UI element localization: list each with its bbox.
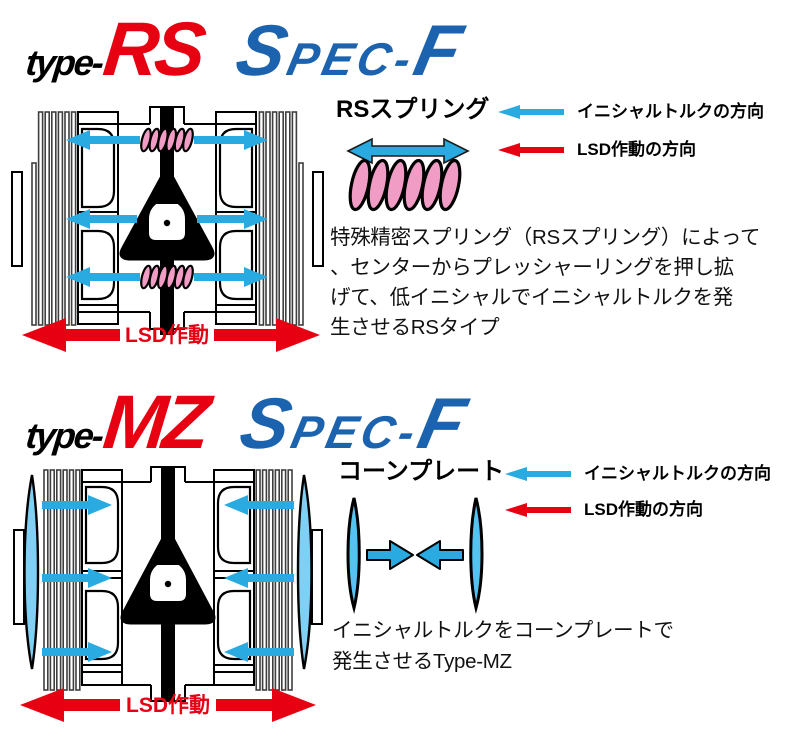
rs-lsd-action-arrow: LSD作動 bbox=[22, 318, 320, 352]
rs-legend-lsd-action-label: LSD作動の方向 bbox=[577, 140, 696, 159]
lsd-action-arrow-icon bbox=[498, 143, 564, 157]
mz-legend-lsd-action-label: LSD作動の方向 bbox=[584, 500, 703, 519]
rs-logo: type- RS SPEC-F bbox=[23, 6, 472, 96]
mz-legend-lsd-action: LSD作動の方向 bbox=[503, 501, 703, 519]
mz-legend-initial-torque: イニシャルトルクの方向 bbox=[503, 465, 771, 483]
mz-cone-plate-left bbox=[23, 474, 40, 670]
rs-lsd-cross-section-diagram: LSD作動 bbox=[11, 106, 324, 352]
initial-torque-arrow-icon bbox=[505, 467, 571, 481]
rs-legend-initial-torque-label: イニシャルトルクの方向 bbox=[577, 102, 764, 121]
rs-side-tabs bbox=[11, 171, 324, 267]
rs-spring-top bbox=[140, 127, 194, 153]
rs-lsd-action-label: LSD作動 bbox=[125, 323, 209, 347]
mz-cone-plate-right bbox=[296, 474, 313, 670]
lsd-action-arrow-icon bbox=[505, 503, 571, 517]
mz-center-cam bbox=[120, 467, 216, 701]
mz-lsd-action-arrow: LSD作動 bbox=[20, 688, 316, 722]
rs-spring-direction-double-arrow bbox=[346, 137, 470, 165]
mz-cone-plate-illustration bbox=[346, 497, 484, 609]
rs-logo-type-prefix: type- bbox=[23, 42, 105, 83]
mz-legend-initial-torque-label: イニシャルトルクの方向 bbox=[584, 464, 771, 483]
mz-lsd-action-label: LSD作動 bbox=[126, 693, 210, 717]
rs-legend-lsd-action: LSD作動の方向 bbox=[496, 141, 696, 159]
mz-description: イニシャルトルクをコーンプレートで 発生させるType-MZ bbox=[332, 619, 674, 673]
mz-logo-type-prefix: type- bbox=[23, 415, 105, 456]
mz-logo-spec-f: SPEC-F bbox=[233, 384, 477, 464]
rs-initial-torque-arrows bbox=[66, 130, 268, 287]
mz-lsd-cross-section-diagram: LSD作動 bbox=[13, 466, 323, 722]
mz-initial-torque-arrows bbox=[42, 495, 294, 662]
rs-logo-model: RS bbox=[99, 7, 207, 92]
mz-cone-plate-callout-title: コーンプレート bbox=[338, 458, 505, 485]
rs-legend-initial-torque: イニシャルトルクの方向 bbox=[496, 103, 764, 121]
rs-description: 特殊精密スプリング（RSスプリング）によって 、センターからプレッシャーリングを… bbox=[330, 226, 761, 339]
rs-spring-callout-title: RSスプリング bbox=[336, 96, 490, 123]
mz-logo: type- MZ SPEC-F bbox=[23, 379, 476, 469]
mz-logo-model: MZ bbox=[99, 380, 211, 465]
rs-logo-spec-f: SPEC-F bbox=[229, 11, 473, 91]
initial-torque-arrow-icon bbox=[498, 105, 564, 119]
rs-spring-illustration bbox=[348, 158, 462, 212]
rs-spring-bottom bbox=[140, 264, 194, 290]
